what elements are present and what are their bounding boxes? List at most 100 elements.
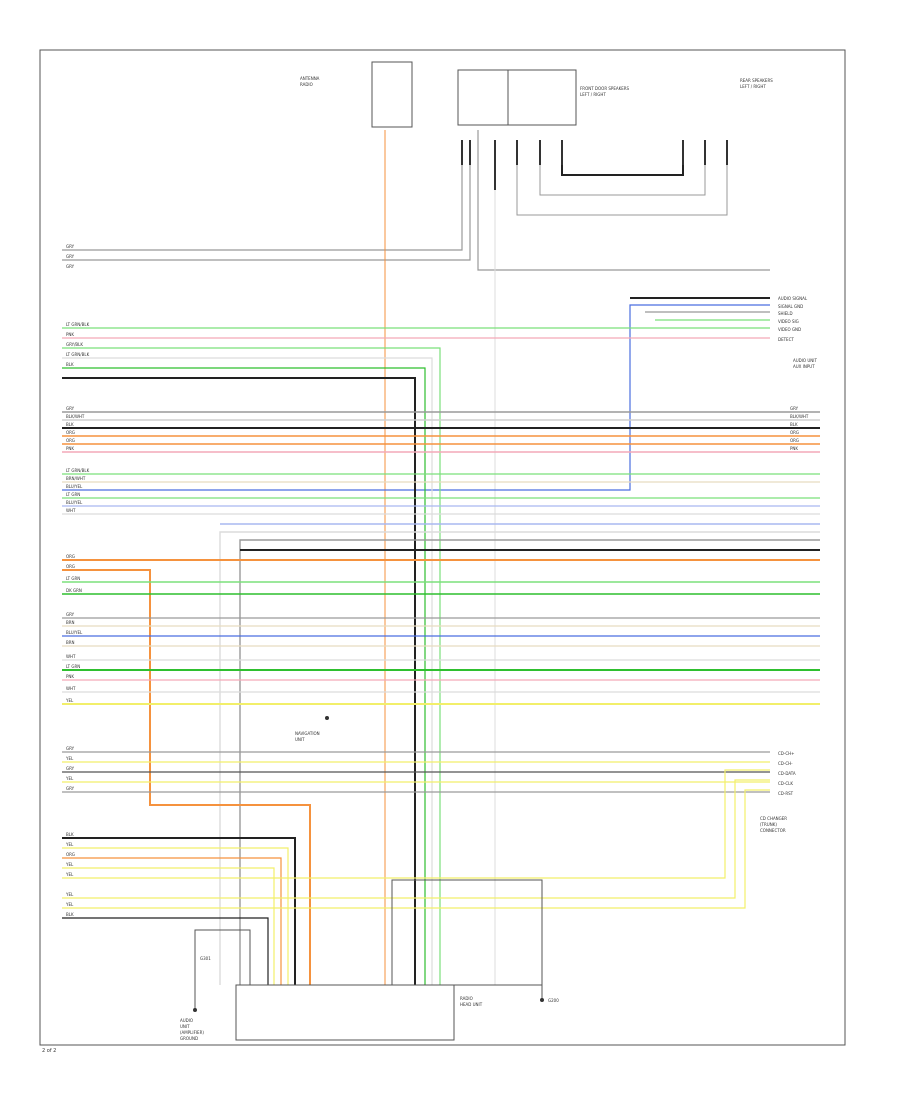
svg-text:BLK/WHT: BLK/WHT — [66, 414, 85, 419]
svg-text:BRN: BRN — [66, 640, 75, 645]
lower-right-labels: CD-CH+ CD-CH- CD-DATA CD-CLK CD-RST CD C… — [760, 751, 796, 833]
upper-right-labels: AUDIO SIGNAL SIGNAL GND SHIELD VIDEO SIG… — [778, 296, 817, 369]
svg-text:ORG: ORG — [790, 438, 799, 443]
block-f-wires — [62, 751, 770, 793]
nav-module-callout: NAVIGATION UNIT — [295, 716, 329, 742]
svg-text:ORG: ORG — [790, 430, 799, 435]
svg-text:PNK: PNK — [66, 674, 74, 679]
ground-module: AUDIO UNIT (AMPLIFIER) GROUND — [180, 929, 251, 1041]
svg-text:LT GRN: LT GRN — [66, 576, 80, 581]
svg-text:HEAD UNIT: HEAD UNIT — [460, 1002, 483, 1007]
svg-text:LT GRN: LT GRN — [66, 492, 80, 497]
svg-text:BLK: BLK — [790, 422, 798, 427]
svg-text:GRY: GRY — [66, 786, 75, 791]
svg-text:UNIT: UNIT — [180, 1024, 190, 1029]
svg-text:CD-CLK: CD-CLK — [778, 781, 793, 786]
block-d-wires — [62, 523, 820, 985]
block-c-labels: LT GRN/BLK BRN/WHT BLU/YEL LT GRN BLU/YE… — [66, 468, 90, 513]
svg-text:GRY/BLK: GRY/BLK — [66, 342, 83, 347]
svg-text:SIGNAL GND: SIGNAL GND — [778, 304, 803, 309]
svg-text:YEL: YEL — [65, 872, 74, 877]
svg-text:ORG: ORG — [66, 852, 75, 857]
block-g-wires — [62, 769, 770, 985]
svg-text:ORG: ORG — [66, 564, 75, 569]
svg-text:YEL: YEL — [65, 902, 74, 907]
block-e-wires — [62, 617, 820, 705]
svg-text:BLU/YEL: BLU/YEL — [66, 630, 83, 635]
svg-text:BLK/WHT: BLK/WHT — [790, 414, 809, 419]
svg-text:GRY: GRY — [66, 766, 75, 771]
svg-text:BLK: BLK — [66, 362, 74, 367]
svg-text:WHT: WHT — [66, 508, 76, 513]
svg-text:AUDIO SIGNAL: AUDIO SIGNAL — [778, 296, 808, 301]
svg-text:YEL: YEL — [65, 698, 74, 703]
svg-text:BRN/WHT: BRN/WHT — [66, 476, 86, 481]
block-c-wires — [62, 473, 820, 515]
svg-text:RADIO: RADIO — [300, 82, 313, 87]
svg-text:ORG: ORG — [66, 430, 75, 435]
svg-text:BLK: BLK — [66, 912, 74, 917]
svg-text:AUDIO: AUDIO — [180, 1018, 193, 1023]
svg-text:PNK: PNK — [790, 446, 798, 451]
svg-text:ORG: ORG — [66, 554, 75, 559]
svg-text:GRY: GRY — [790, 406, 799, 411]
svg-text:LT GRN/BLK: LT GRN/BLK — [66, 322, 90, 327]
block-g-labels: BLK YEL ORG YEL YEL YEL YEL BLK — [65, 832, 75, 917]
left-ground-label: G301 — [200, 956, 211, 961]
block-b-labels: GRY BLK/WHT BLK ORG ORG PNK GRY BLK/WHT … — [66, 406, 809, 451]
diagram-frame — [39, 49, 846, 1046]
svg-text:GRY: GRY — [66, 612, 75, 617]
svg-text:LT GRN/BLK: LT GRN/BLK — [66, 352, 90, 357]
page-number: 2 of 2 — [42, 1048, 56, 1054]
svg-text:G200: G200 — [548, 998, 559, 1003]
svg-text:CD-CH+: CD-CH+ — [778, 751, 794, 756]
svg-text:PNK: PNK — [66, 332, 74, 337]
svg-text:REAR SPEAKERS: REAR SPEAKERS — [740, 78, 773, 83]
svg-text:LEFT / RIGHT: LEFT / RIGHT — [740, 84, 766, 89]
antenna-module: ANTENNA RADIO — [300, 61, 413, 128]
svg-text:VIDEO GND: VIDEO GND — [778, 327, 801, 332]
block-b-wires — [62, 411, 820, 453]
svg-text:AUX INPUT: AUX INPUT — [793, 364, 815, 369]
svg-text:AUDIO UNIT: AUDIO UNIT — [793, 358, 817, 363]
svg-text:WHT: WHT — [66, 686, 76, 691]
svg-text:BRN: BRN — [66, 620, 75, 625]
svg-text:BLK: BLK — [66, 832, 74, 837]
svg-text:GROUND: GROUND — [180, 1036, 198, 1041]
svg-text:CD CHANGER: CD CHANGER — [760, 816, 787, 821]
svg-text:DETECT: DETECT — [778, 337, 794, 342]
rear-speakers-component: REAR SPEAKERS LEFT / RIGHT — [740, 78, 773, 89]
svg-text:WHT: WHT — [66, 654, 76, 659]
svg-text:YEL: YEL — [65, 842, 74, 847]
svg-text:(AMPLIFIER): (AMPLIFIER) — [180, 1030, 204, 1035]
svg-text:CONNECTOR: CONNECTOR — [760, 828, 786, 833]
svg-text:LT GRN: LT GRN — [66, 664, 80, 669]
block-a-labels: LT GRN/BLK PNK GRY/BLK LT GRN/BLK BLK — [66, 322, 90, 367]
svg-text:YEL: YEL — [65, 862, 74, 867]
block-a-wires — [62, 347, 441, 985]
svg-text:NAVIGATION: NAVIGATION — [295, 731, 320, 736]
svg-text:BLK: BLK — [66, 422, 74, 427]
svg-text:BLU/YEL: BLU/YEL — [66, 484, 83, 489]
block-d-labels: ORG ORG LT GRN DK GRN — [66, 554, 82, 593]
svg-text:LT GRN/BLK: LT GRN/BLK — [66, 468, 90, 473]
svg-text:CD-DATA: CD-DATA — [778, 771, 796, 776]
svg-text:FRONT DOOR SPEAKERS: FRONT DOOR SPEAKERS — [580, 86, 630, 91]
svg-text:YEL: YEL — [65, 776, 74, 781]
svg-text:ORG: ORG — [66, 438, 75, 443]
svg-text:CD-RST: CD-RST — [778, 791, 794, 796]
speaker-wires — [516, 165, 728, 216]
top-bundle-label-3: GRY — [66, 264, 75, 269]
amplifier-component: FRONT DOOR SPEAKERS LEFT / RIGHT — [457, 69, 630, 126]
svg-text:UNIT: UNIT — [295, 737, 305, 742]
svg-text:RADIO: RADIO — [460, 996, 473, 1001]
amplifier-pins — [461, 140, 728, 190]
top-bundle-label-1: GRY — [66, 244, 75, 249]
block-f-labels: GRY YEL GRY YEL GRY — [65, 746, 75, 791]
upper-right-bundle — [62, 297, 770, 491]
block-e-labels: GRY BRN BLU/YEL BRN WHT LT GRN PNK WHT Y… — [65, 612, 83, 703]
svg-text:PNK: PNK — [66, 446, 74, 451]
svg-text:GRY: GRY — [66, 746, 75, 751]
svg-text:ANTENNA: ANTENNA — [300, 76, 320, 81]
